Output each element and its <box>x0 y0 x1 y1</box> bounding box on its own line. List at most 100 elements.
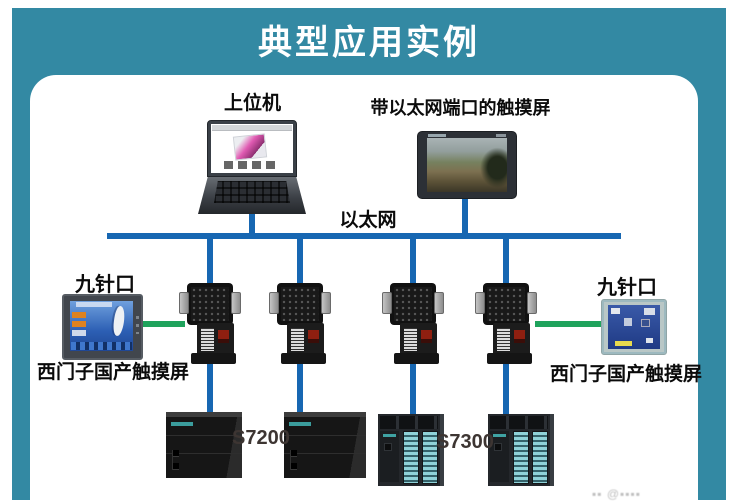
plc-link-line-2 <box>297 356 303 414</box>
dp-connector-4 <box>475 283 537 366</box>
dsub-port-right-icon <box>434 292 444 314</box>
plc-link-line-1 <box>207 356 213 414</box>
vent-grid-icon <box>390 283 436 325</box>
label-sticker <box>497 328 510 351</box>
watermark: ▪▪ @▪▪▪▪ <box>592 487 642 501</box>
laptop-browser-bar <box>212 125 292 131</box>
siemens-badge <box>383 434 396 437</box>
module-top-row <box>380 416 438 429</box>
cpu-module <box>380 431 399 482</box>
terminal-holes <box>290 450 297 470</box>
ethernet-drop-line-3 <box>410 236 416 284</box>
hmi-corner-mark <box>496 134 506 137</box>
screen-status-bar <box>71 342 132 350</box>
vent-grid-icon <box>277 283 323 325</box>
vent-panel-icon <box>403 431 419 484</box>
dp-connector-3 <box>382 283 444 366</box>
touchscreen-display <box>608 305 660 349</box>
plc-seam <box>284 453 366 454</box>
plc-seam <box>284 435 366 436</box>
label-sticker <box>201 328 214 351</box>
s7300-label: S7300 <box>436 431 494 453</box>
dsub-port-left-icon <box>382 292 392 314</box>
nine-pin-label-right: 九针口 <box>597 277 657 299</box>
ethernet-drop-line-4 <box>503 236 509 284</box>
screen-button <box>641 319 650 327</box>
connector-foot <box>191 353 236 364</box>
screen-title-bar <box>76 302 112 307</box>
nine-pin-label-left: 九针口 <box>75 274 135 296</box>
s7300-plc-1 <box>378 414 444 486</box>
connector-foot <box>281 353 326 364</box>
dsub-port-right-icon <box>231 292 241 314</box>
laptop-webpage-thumbnails <box>224 161 280 169</box>
dsub-port-right-icon <box>527 292 537 314</box>
siemens-badge <box>289 422 311 426</box>
laptop-keyboard <box>214 181 290 203</box>
screen-button <box>72 312 86 318</box>
hmi-brand-mark <box>428 134 446 137</box>
laptop-base <box>198 177 306 214</box>
hmi-landscape-screen <box>427 138 507 192</box>
screen-yellow-bar <box>615 341 632 346</box>
dsub-port-left-icon <box>475 292 485 314</box>
siemens-touchscreen-right <box>601 299 667 355</box>
laptop-display <box>211 124 293 173</box>
siemens-touchscreen-label-left: 西门子国产触摸屏 <box>36 362 189 383</box>
plc-seam <box>166 435 242 436</box>
connector-body <box>400 323 437 356</box>
ethernet-bus-line <box>107 233 621 239</box>
plc-link-line-3 <box>410 356 416 414</box>
laptop-webpage-image <box>232 133 268 161</box>
label-sticker <box>291 328 304 351</box>
cpu-module <box>490 431 509 482</box>
vent-grid-icon <box>187 283 233 325</box>
label-sticker <box>404 328 417 351</box>
ethernet-drop-line-1 <box>207 236 213 284</box>
s7200-label: S7200 <box>232 427 290 449</box>
ethernet-hmi-panel <box>417 131 517 199</box>
connector-body <box>287 323 324 356</box>
connector-body <box>493 323 530 356</box>
module-switch <box>384 443 392 451</box>
touchscreen-display <box>70 301 133 351</box>
red-indicator <box>421 330 432 343</box>
screen-button <box>646 338 653 343</box>
ethernet-drop-line-2 <box>297 236 303 284</box>
dsub-port-left-icon <box>269 292 279 314</box>
host-pc-label: 上位机 <box>223 93 281 114</box>
serial-cable-right <box>535 321 601 327</box>
siemens-touchscreen-left <box>62 294 143 360</box>
dp-connector-1 <box>179 283 241 366</box>
vent-panel-icon <box>422 431 438 484</box>
screen-graphic <box>111 305 127 337</box>
laptop-screen <box>207 120 297 177</box>
dp-connector-2 <box>269 283 331 366</box>
screen-button <box>611 308 620 314</box>
module-top-row <box>490 416 548 429</box>
ethernet-hmi-label: 带以太网端口的触摸屏 <box>370 98 551 118</box>
siemens-badge <box>493 434 506 437</box>
red-indicator <box>218 330 229 343</box>
terminal-holes <box>172 450 179 470</box>
siemens-badge <box>171 422 193 426</box>
vent-panel-icon <box>513 431 529 484</box>
connector-foot <box>487 353 532 364</box>
connector-foot <box>394 353 439 364</box>
s7300-plc-2 <box>488 414 554 486</box>
connector-body <box>197 323 234 356</box>
screen-button <box>624 318 632 326</box>
screen-button <box>72 330 86 336</box>
host-pc-laptop <box>198 120 306 215</box>
vent-grid-icon <box>483 283 529 325</box>
hmi-ethernet-line <box>462 197 468 237</box>
screen-button <box>644 308 655 315</box>
screen-button <box>72 321 86 327</box>
vent-panel-icon <box>532 431 548 484</box>
module-switch <box>494 443 502 451</box>
ethernet-bus-label: 以太网 <box>339 210 397 231</box>
plc-link-line-4 <box>503 356 509 414</box>
serial-cable-left <box>143 321 185 327</box>
laptop-ethernet-line <box>249 212 255 236</box>
slide-title: 典型应用实例 <box>258 24 480 62</box>
